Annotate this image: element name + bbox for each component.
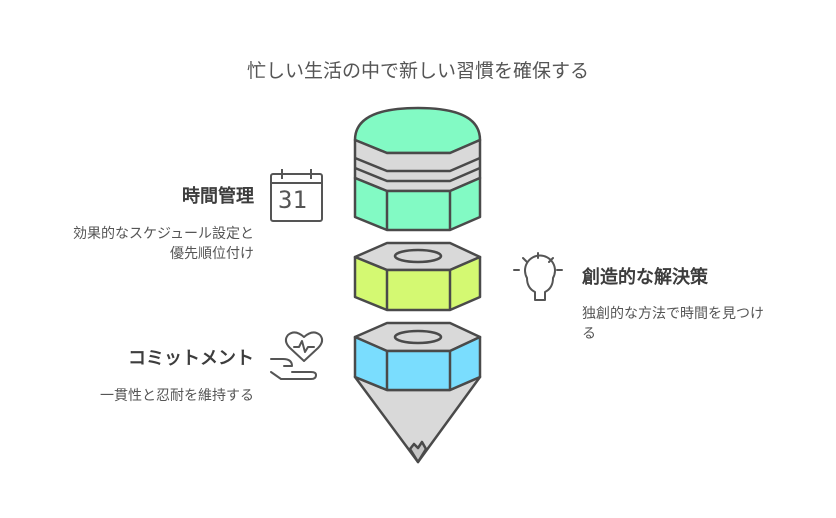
diagram-title: 忙しい生活の中で新しい習慣を確保する (246, 60, 589, 82)
item-desc-commitment: 一貫性と忍耐を維持する (100, 386, 254, 406)
heart-hand-icon (270, 331, 324, 380)
lightbulb-icon (513, 252, 563, 301)
desc-line: る (582, 326, 596, 342)
pencil-tip-segment (353, 321, 482, 464)
item-desc-creative-solutions: 独創的な方法で時間を見つけ る (582, 304, 764, 344)
desc-line: 一貫性と忍耐を維持する (100, 388, 254, 404)
desc-line: 独創的な方法で時間を見つけ (582, 306, 764, 322)
item-heading-commitment: コミットメント (128, 348, 254, 369)
pencil-eraser-segment (353, 106, 482, 232)
item-desc-time-management: 効果的なスケジュール設定と 優先順位付け (73, 224, 254, 264)
pencil-middle-nut (353, 241, 482, 312)
calendar-day-number: 31 (278, 186, 307, 214)
desc-line: 効果的なスケジュール設定と (72, 226, 254, 242)
calendar-icon (270, 169, 323, 222)
desc-line: 優先順位付け (170, 246, 254, 262)
item-heading-creative-solutions: 創造的な解決策 (582, 267, 708, 288)
item-heading-time-management: 時間管理 (182, 186, 254, 207)
